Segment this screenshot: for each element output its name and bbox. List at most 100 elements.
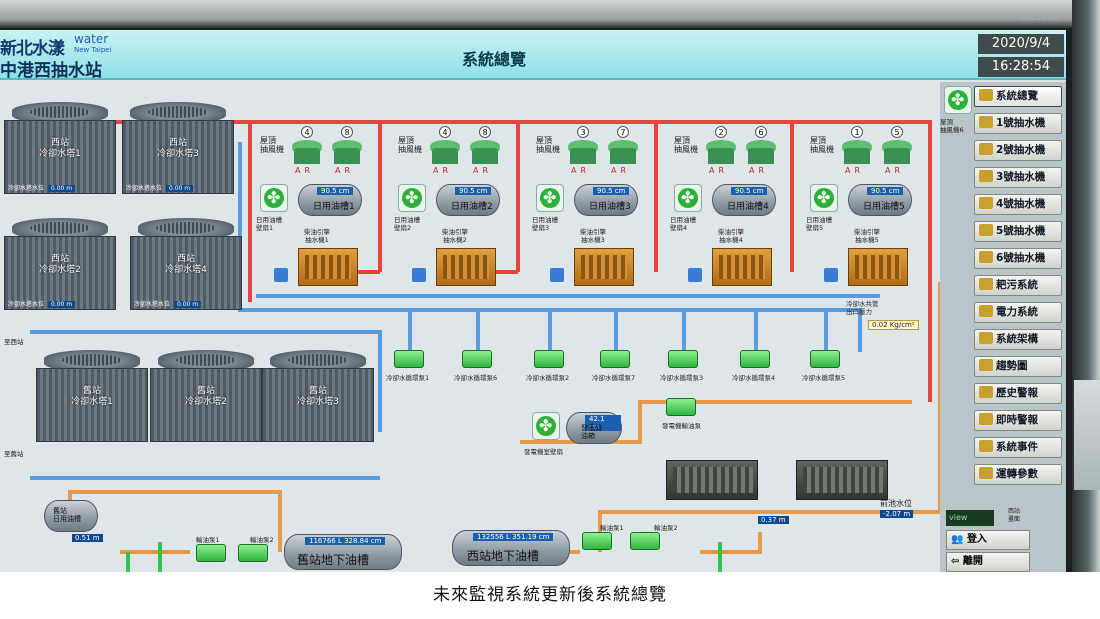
transfer-pump-2[interactable] xyxy=(238,544,268,562)
diesel-engine-pump[interactable] xyxy=(712,248,772,286)
fan-number: 8 xyxy=(479,126,491,138)
west-underground-tank[interactable]: 132556 L 351.19 cm 西站地下油槽 xyxy=(452,530,570,566)
fan-ar: AR xyxy=(335,166,355,175)
day-tank-label: 日用油槽4 xyxy=(727,202,769,212)
day-tank-label: 日用油槽2 xyxy=(451,202,493,212)
wall-fan-icon[interactable] xyxy=(398,184,426,212)
circulation-pump[interactable] xyxy=(394,350,424,368)
menu-item[interactable]: 5號抽水機 xyxy=(974,221,1062,242)
diesel-engine-pump[interactable] xyxy=(298,248,358,286)
menu-item-icon xyxy=(979,170,993,182)
roof-fan-label: 屋頂 抽風機 xyxy=(398,136,422,154)
generator-oil-tank[interactable]: 42.1 cm 發電機 油箱 xyxy=(566,412,622,444)
transfer-pump-2[interactable] xyxy=(630,532,660,550)
roof-fan[interactable]: 1 AR xyxy=(842,126,872,175)
wall-fan-icon[interactable] xyxy=(536,184,564,212)
roof-fan[interactable]: 8 AR xyxy=(470,126,500,175)
oil-pump-motor[interactable] xyxy=(274,268,288,282)
generator-set[interactable] xyxy=(666,460,758,500)
diesel-engine-pump[interactable] xyxy=(848,248,908,286)
menu-item[interactable]: 6號抽水機 xyxy=(974,248,1062,269)
roof-fan[interactable]: 4 AR xyxy=(430,126,460,175)
oil-pump-motor[interactable] xyxy=(824,268,838,282)
oil-pump-motor[interactable] xyxy=(412,268,426,282)
station-name: 中港西抽水站 xyxy=(0,61,102,81)
circulation-pump[interactable] xyxy=(668,350,698,368)
menu-item[interactable]: 系統事件 xyxy=(974,437,1062,458)
wall-fan-icon[interactable] xyxy=(260,184,288,212)
cooling-tower[interactable]: 舊站 冷卻水塔3 xyxy=(262,350,374,442)
exhaust-fan-6-icon[interactable] xyxy=(944,86,972,114)
menu-item[interactable]: 1號抽水機 xyxy=(974,113,1062,134)
day-oil-tank[interactable]: 90.5 cm 日用油槽3 xyxy=(574,184,638,216)
diesel-engine-pump[interactable] xyxy=(436,248,496,286)
menu-item[interactable]: 電力系統 xyxy=(974,302,1062,323)
cooling-tower[interactable]: 舊站 冷卻水塔1 xyxy=(36,350,148,442)
day-tank-label: 日用油槽5 xyxy=(863,202,905,212)
cooling-tower[interactable]: 舊站 冷卻水塔2 xyxy=(150,350,262,442)
roof-fan[interactable]: 8 AR xyxy=(332,126,362,175)
menu-item[interactable]: 即時警報 xyxy=(974,410,1062,431)
menu-item-icon xyxy=(979,224,993,236)
roof-fan[interactable]: 4 AR xyxy=(292,126,322,175)
day-oil-tank[interactable]: 90.5 cm 日用油槽4 xyxy=(712,184,776,216)
to-west-label: 至西站 xyxy=(4,338,24,346)
menu-item-label: 6號抽水機 xyxy=(996,252,1046,264)
oil-pump-motor[interactable] xyxy=(688,268,702,282)
login-label: 登入 xyxy=(966,534,987,545)
roof-fan[interactable]: 6 AR xyxy=(746,126,776,175)
menu-item[interactable]: 歷史警報 xyxy=(974,383,1062,404)
view-button[interactable]: view xyxy=(946,510,994,526)
transfer-pump-1[interactable] xyxy=(582,532,612,550)
old-day-tank[interactable]: 舊站 日用油槽 xyxy=(44,500,98,532)
menu-item-icon xyxy=(979,467,993,479)
day-oil-tank[interactable]: 90.5 cm 日用油槽1 xyxy=(298,184,362,216)
circulation-pump[interactable] xyxy=(534,350,564,368)
menu-item[interactable]: 趨勢圖 xyxy=(974,356,1062,377)
roof-fan[interactable]: 2 AR xyxy=(706,126,736,175)
old-underground-tank[interactable]: 116766 L 328.84 cm 舊站地下油槽 xyxy=(284,534,402,570)
engine-label: 柴油引擎 抽水機2 xyxy=(442,228,468,244)
menu-item[interactable]: 3號抽水機 xyxy=(974,167,1062,188)
wall-fan-icon[interactable] xyxy=(674,184,702,212)
menu-item[interactable]: 運轉參數 xyxy=(974,464,1062,485)
roof-fan[interactable]: 3 AR xyxy=(568,126,598,175)
transfer-pump-1[interactable] xyxy=(196,544,226,562)
view-tag: 西站 畫面 xyxy=(1007,508,1020,523)
exit-button[interactable]: ⇦ 離開 xyxy=(946,552,1030,572)
circulation-pump[interactable] xyxy=(740,350,770,368)
generator-pump[interactable] xyxy=(666,398,696,416)
menu-item[interactable]: 耙污系統 xyxy=(974,275,1062,296)
menu-item[interactable]: 系統總覽 xyxy=(974,86,1062,107)
circulation-pump[interactable] xyxy=(462,350,492,368)
login-button[interactable]: 👥 登入 xyxy=(946,530,1030,550)
roof-fan[interactable]: 7 AR xyxy=(608,126,638,175)
fan-ar: AR xyxy=(611,166,631,175)
circulation-pump[interactable] xyxy=(810,350,840,368)
transfer-pump-1-label: 輸油泵1 xyxy=(196,536,220,544)
generator-pump-label: 發電機輸油泵 xyxy=(662,422,701,430)
day-oil-tank[interactable]: 90.5 cm 日用油槽2 xyxy=(436,184,500,216)
oil-pump-motor[interactable] xyxy=(550,268,564,282)
menu-item[interactable]: 系統架構 xyxy=(974,329,1062,350)
generator-fan-icon[interactable] xyxy=(532,412,560,440)
circulation-pump[interactable] xyxy=(600,350,630,368)
fan-number: 8 xyxy=(341,126,353,138)
fan-ar: AR xyxy=(885,166,905,175)
menu-item[interactable]: 4號抽水機 xyxy=(974,194,1062,215)
circulation-pump-label: 冷卻水循環泵5 xyxy=(802,374,846,382)
roof-fan[interactable]: 5 AR xyxy=(882,126,912,175)
day-oil-tank[interactable]: 90.5 cm 日用油槽5 xyxy=(848,184,912,216)
menu-item-icon xyxy=(979,359,993,371)
generator-set[interactable] xyxy=(796,460,888,500)
wall-fan-icon[interactable] xyxy=(810,184,838,212)
diesel-engine-pump[interactable] xyxy=(574,248,634,286)
menu-item[interactable]: 2號抽水機 xyxy=(974,140,1062,161)
front-pool-value: -2.07 m xyxy=(880,510,914,518)
